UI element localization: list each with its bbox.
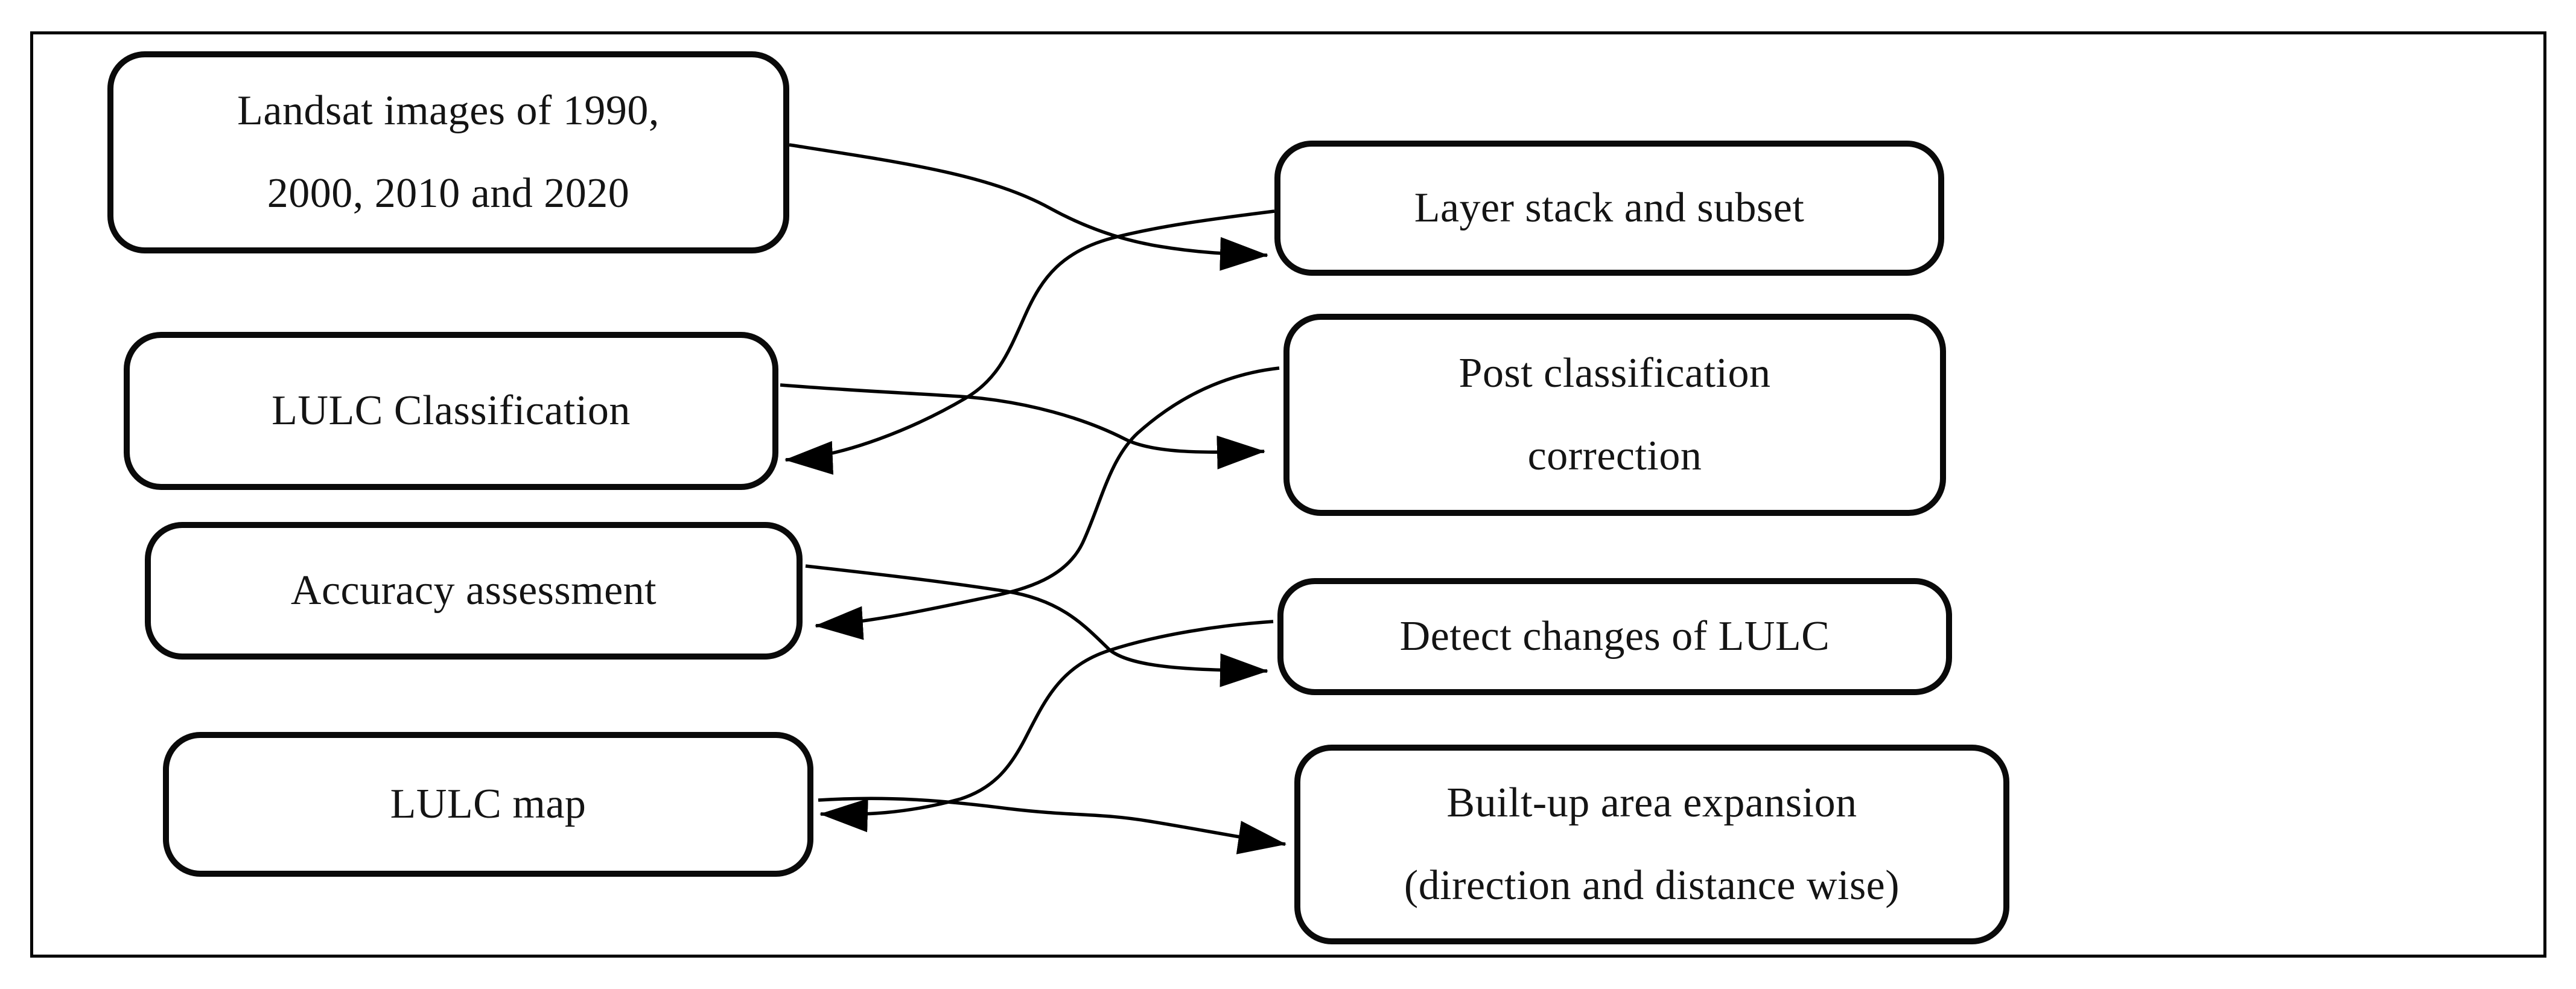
node-lulc-map: LULC map: [163, 732, 813, 877]
arrow-landsat-to-layer-stack: [789, 143, 1268, 271]
arrow-detect-changes-to-lulc-map: [819, 620, 1274, 833]
node-landsat-images: Landsat images of 1990, 2000, 2010 and 2…: [107, 51, 789, 253]
node-lulc-map-label: LULC map: [390, 780, 587, 827]
node-built-up-area-expansion: Built-up area expansion (direction and d…: [1294, 745, 2009, 944]
arrow-accuracy-to-detect-changes: [805, 564, 1268, 687]
arrow-lulc-map-to-built-up: [818, 797, 1286, 854]
figure-border: [30, 31, 2546, 958]
node-post-classification-correction-label: Post classification correction: [1458, 350, 1771, 479]
node-built-up-area-expansion-label: Built-up area expansion (direction and d…: [1404, 780, 1900, 909]
node-lulc-classification: LULC Classification: [124, 332, 778, 490]
node-post-classification-correction: Post classification correction: [1283, 314, 1946, 516]
node-lulc-classification-label: LULC Classification: [272, 387, 631, 434]
arrow-post-classification-to-accuracy: [815, 366, 1280, 640]
node-layer-stack-subset-label: Layer stack and subset: [1414, 184, 1805, 231]
node-detect-changes-lulc: Detect changes of LULC: [1277, 578, 1952, 695]
node-landsat-images-label: Landsat images of 1990, 2000, 2010 and 2…: [237, 87, 660, 217]
node-accuracy-assessment-label: Accuracy assessment: [290, 567, 657, 614]
node-detect-changes-lulc-label: Detect changes of LULC: [1399, 612, 1830, 660]
arrow-layer-stack-to-lulc-classification: [784, 209, 1275, 475]
node-layer-stack-subset: Layer stack and subset: [1274, 141, 1944, 276]
arrow-lulc-classification-to-post-classification: [780, 383, 1265, 469]
node-accuracy-assessment: Accuracy assessment: [145, 522, 803, 660]
